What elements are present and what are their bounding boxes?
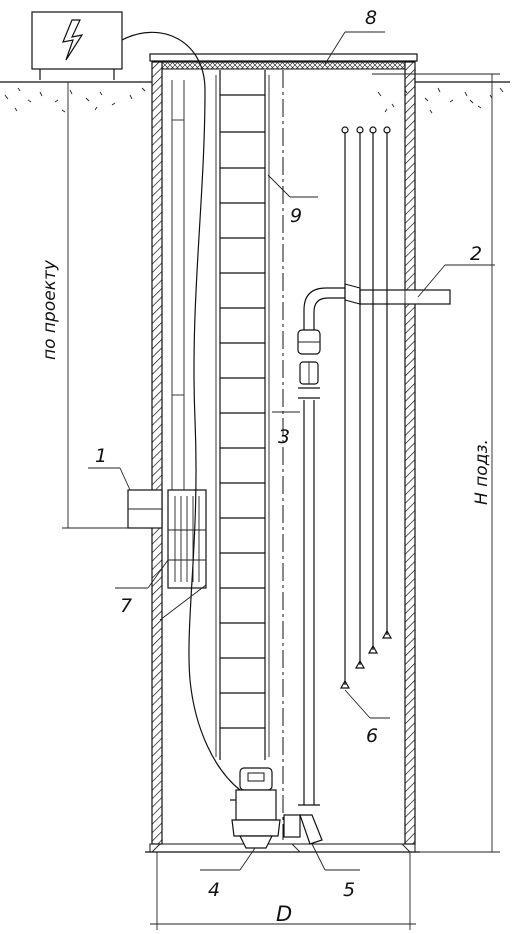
lightning-bolt-icon: [62, 19, 84, 61]
label-6: 6: [366, 725, 378, 747]
label-2: 2: [470, 243, 482, 265]
label-4: 4: [208, 879, 220, 901]
dimension-depth: [372, 73, 500, 853]
label-9: 9: [290, 205, 302, 227]
leader-lines: [88, 31, 495, 871]
inlet-pipe: [127, 489, 163, 529]
label-8: 8: [365, 7, 377, 29]
label-1: 1: [95, 445, 107, 467]
power-cable: [121, 31, 241, 791]
well-shaft: [145, 61, 420, 853]
auto-coupling: [283, 804, 323, 853]
label-7: 7: [120, 595, 132, 617]
basket-grate: [167, 489, 207, 589]
label-diameter: D: [276, 902, 292, 926]
label-by-project: по проекту: [40, 259, 60, 360]
float-switches: [339, 126, 393, 689]
well-cover: [149, 53, 418, 70]
ground-surface: [0, 81, 510, 114]
ladder: [215, 70, 270, 760]
label-5: 5: [343, 879, 355, 901]
dimension-by-project: [62, 82, 128, 529]
pressure-riser: [297, 287, 345, 805]
label-3: 3: [278, 426, 290, 448]
submersible-pump: [230, 767, 281, 849]
inlet-guide: [171, 80, 185, 490]
label-depth: H подз.: [472, 439, 492, 505]
dimension-diameter: [150, 852, 416, 930]
outlet-pipe: [344, 283, 451, 305]
control-cabinet: [31, 11, 123, 80]
